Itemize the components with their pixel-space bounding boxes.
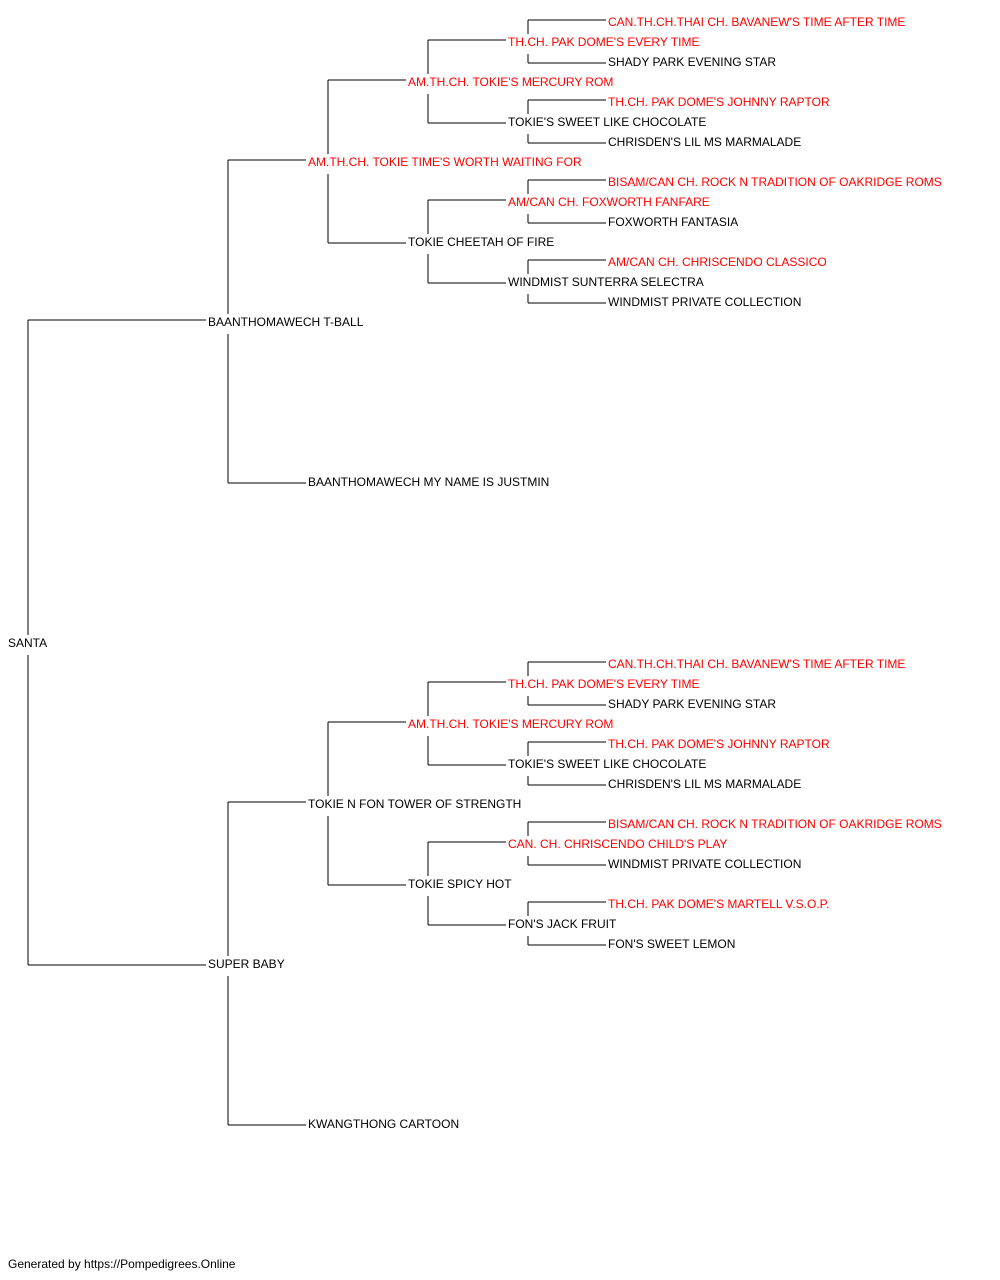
ancestor-name: CHRISDEN'S LIL MS MARMALADE — [608, 777, 802, 791]
champion-ancestor-name: AM.TH.CH. TOKIE TIME'S WORTH WAITING FOR — [308, 155, 582, 169]
ancestor-name: TOKIE N FON TOWER OF STRENGTH — [308, 797, 522, 811]
champion-ancestor-name: TH.CH. PAK DOME'S EVERY TIME — [508, 677, 700, 691]
champion-ancestor-name: TH.CH. PAK DOME'S JOHNNY RAPTOR — [608, 737, 830, 751]
ancestor-name: SANTA — [8, 636, 48, 650]
ancestor-name: SHADY PARK EVENING STAR — [608, 697, 777, 711]
ancestor-name: SHADY PARK EVENING STAR — [608, 55, 777, 69]
champion-ancestor-name: CAN.TH.CH.THAI CH. BAVANEW'S TIME AFTER … — [608, 15, 906, 29]
champion-ancestor-name: CAN. CH. CHRISCENDO CHILD'S PLAY — [508, 837, 728, 851]
champion-ancestor-name: TH.CH. PAK DOME'S MARTELL V.S.O.P. — [608, 897, 830, 911]
ancestor-name: TOKIE'S SWEET LIKE CHOCOLATE — [508, 115, 707, 129]
ancestor-name: TOKIE SPICY HOT — [408, 877, 512, 891]
ancestor-name: WINDMIST SUNTERRA SELECTRA — [508, 275, 704, 289]
ancestor-name: WINDMIST PRIVATE COLLECTION — [608, 857, 802, 871]
ancestor-name: TOKIE CHEETAH OF FIRE — [408, 235, 555, 249]
champion-ancestor-name: BISAM/CAN CH. ROCK N TRADITION OF OAKRID… — [608, 817, 942, 831]
champion-ancestor-name: AM/CAN CH. CHRISCENDO CLASSICO — [608, 255, 827, 269]
ancestor-name: WINDMIST PRIVATE COLLECTION — [608, 295, 802, 309]
ancestor-name: FON'S JACK FRUIT — [508, 917, 617, 931]
ancestor-name: KWANGTHONG CARTOON — [308, 1117, 460, 1131]
ancestor-name: SUPER BABY — [208, 957, 285, 971]
ancestor-name: BAANTHOMAWECH T-BALL — [208, 315, 364, 329]
ancestor-name: FOXWORTH FANTASIA — [608, 215, 739, 229]
ancestor-name: FON'S SWEET LEMON — [608, 937, 736, 951]
champion-ancestor-name: AM/CAN CH. FOXWORTH FANFARE — [508, 195, 710, 209]
ancestor-name: CHRISDEN'S LIL MS MARMALADE — [608, 135, 802, 149]
champion-ancestor-name: TH.CH. PAK DOME'S JOHNNY RAPTOR — [608, 95, 830, 109]
ancestor-name: BAANTHOMAWECH MY NAME IS JUSTMIN — [308, 475, 550, 489]
ancestor-name: TOKIE'S SWEET LIKE CHOCOLATE — [508, 757, 707, 771]
footer-credit: Generated by https://Pompedigrees.Online — [8, 1257, 236, 1271]
champion-ancestor-name: AM.TH.CH. TOKIE'S MERCURY ROM — [408, 717, 614, 731]
champion-ancestor-name: AM.TH.CH. TOKIE'S MERCURY ROM — [408, 75, 614, 89]
champion-ancestor-name: CAN.TH.CH.THAI CH. BAVANEW'S TIME AFTER … — [608, 657, 906, 671]
champion-ancestor-name: TH.CH. PAK DOME'S EVERY TIME — [508, 35, 700, 49]
champion-ancestor-name: BISAM/CAN CH. ROCK N TRADITION OF OAKRID… — [608, 175, 942, 189]
